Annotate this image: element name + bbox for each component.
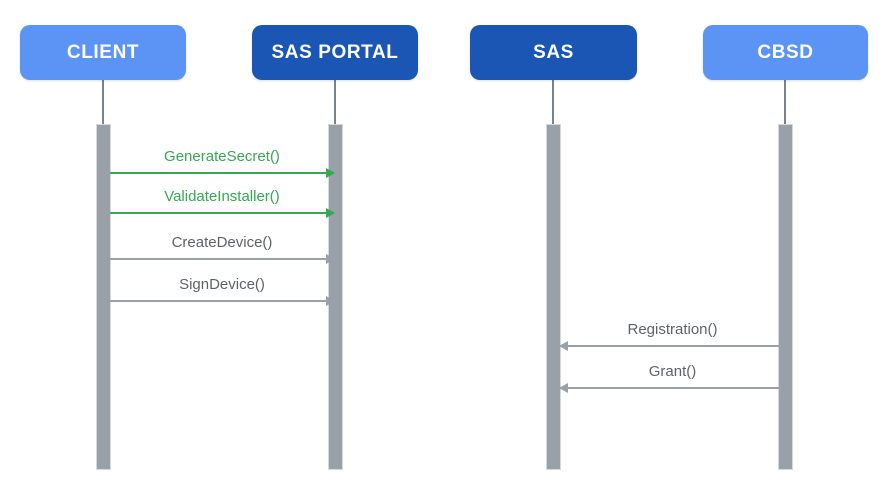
participant-box-cbsd[interactable]: CBSD xyxy=(703,25,868,80)
activation-bar-client xyxy=(95,124,111,470)
lifeline-sas xyxy=(552,80,554,124)
participant-label-sas: SAS xyxy=(533,42,574,63)
message-label-generate-secret: GenerateSecret() xyxy=(164,148,280,165)
message-label-validate-installer: ValidateInstaller() xyxy=(164,188,280,205)
lifeline-client xyxy=(102,80,104,124)
participant-label-sas-portal: SAS PORTAL xyxy=(271,42,399,63)
activation-bar-cbsd xyxy=(777,124,793,470)
message-line-registration xyxy=(560,345,785,347)
arrowhead-icon-create-device xyxy=(326,254,335,264)
message-line-validate-installer xyxy=(110,212,334,214)
lifeline-cbsd xyxy=(784,80,786,124)
participant-box-sas-portal[interactable]: SAS PORTAL xyxy=(252,25,418,80)
message-line-create-device xyxy=(110,258,334,260)
participant-box-sas[interactable]: SAS xyxy=(470,25,637,80)
arrowhead-icon-sign-device xyxy=(326,296,335,306)
message-line-generate-secret xyxy=(110,172,334,174)
activation-bar-sas xyxy=(545,124,561,470)
message-label-registration: Registration() xyxy=(627,321,718,338)
message-label-create-device: CreateDevice() xyxy=(171,234,273,251)
arrowhead-icon-grant xyxy=(559,383,568,393)
arrowhead-icon-generate-secret xyxy=(326,168,335,178)
arrowhead-icon-validate-installer xyxy=(326,208,335,218)
lifeline-sas-portal xyxy=(334,80,336,124)
arrowhead-icon-registration xyxy=(559,341,568,351)
participant-label-client: CLIENT xyxy=(66,42,140,63)
message-line-grant xyxy=(560,387,785,389)
message-label-sign-device: SignDevice() xyxy=(179,276,265,293)
participant-label-cbsd: CBSD xyxy=(757,42,814,63)
message-label-grant: Grant() xyxy=(648,363,697,380)
message-line-sign-device xyxy=(110,300,334,302)
participant-box-client[interactable]: CLIENT xyxy=(20,25,186,80)
